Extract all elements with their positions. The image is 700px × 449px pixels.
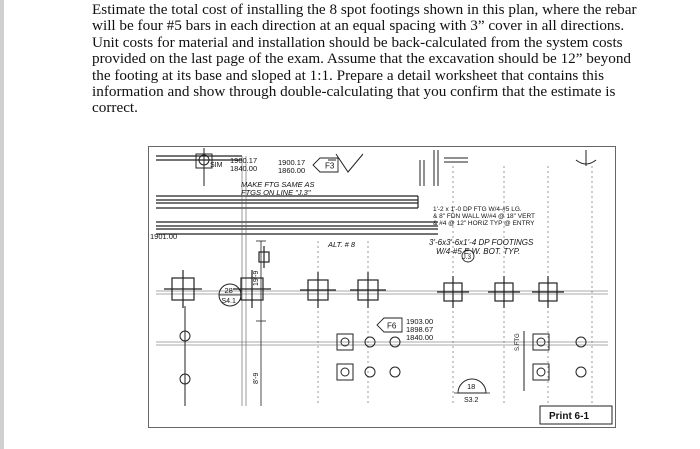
tag-j3: J.3 <box>463 254 472 261</box>
left-border <box>0 0 4 449</box>
top-walls <box>156 155 438 235</box>
handwritten-footing-note: W/4-#5 E.W. BOT. TYP. <box>436 247 520 256</box>
elevation-label: 1903.00 <box>406 317 433 326</box>
vertical-dimension <box>256 240 266 406</box>
tag-f3-outline <box>312 157 339 173</box>
spot-footing <box>300 272 336 308</box>
left-column-markers <box>179 148 222 406</box>
tag-j3-outline <box>461 249 475 263</box>
question-line: will be four #5 bars in each direction a… <box>92 17 625 35</box>
elevation-label: 1898.67 <box>406 325 433 334</box>
question-text: Estimate the total cost of installing th… <box>92 1 682 117</box>
question-line: Unit costs for material and installation… <box>92 33 623 51</box>
spot-footing <box>437 276 469 308</box>
spot-footing <box>164 270 202 308</box>
foundation-plan-drawing: F3 F6 J.3 28 S4.1 18 S3.2 SIM 1900.17 18… <box>148 146 616 428</box>
fdn-note: & #4 @ 12" HORIZ TYP @ ENTRY <box>433 220 535 227</box>
spot-footings <box>164 246 564 308</box>
detail-18-number: 18 <box>467 382 475 391</box>
elevation-label: 1900.17 <box>278 158 305 167</box>
question-line: provided on the last page of the exam. A… <box>92 50 632 68</box>
detail-18-sheet: S3.2 <box>464 397 479 404</box>
sim-label: SIM <box>210 162 223 169</box>
handwritten-footing-note: 3'-6x3'-6x1'-4 DP FOOTINGS <box>429 238 534 247</box>
question-line: correct. <box>92 99 138 117</box>
tag-f6-outline <box>376 317 403 333</box>
detail-18-bubble: 18 S3.2 <box>454 378 490 404</box>
tag-f6: F6 <box>387 322 397 331</box>
elevation-label: 1860.00 <box>278 166 305 175</box>
elevation-label: 1840.00 <box>406 333 433 342</box>
question-line: information and show through double-calc… <box>92 83 616 101</box>
spot-footing <box>488 276 520 308</box>
sftg-label: S.FTG <box>515 333 521 351</box>
detail-28-number: 28 <box>225 286 233 295</box>
note-make-footing: MAKE FTG SAME AS <box>241 180 314 189</box>
print-label-box <box>539 405 613 425</box>
top-right-walls <box>328 150 597 186</box>
dimension-label: 8'-9 <box>253 372 260 384</box>
note-make-footing: FTGS ON LINE "J.3" <box>241 188 311 197</box>
tag-f3: F3 <box>325 162 335 171</box>
detail-28-bubble: 28 S4.1 <box>218 283 242 307</box>
print-label: Print 6-1 <box>549 411 589 422</box>
elevation-label-left: 1901.00 <box>150 232 177 241</box>
elevation-label: 1900.17 <box>230 156 257 165</box>
fdn-note: 1'-2 x 1'-0 DP FTG W/4-#5 LG. <box>433 206 522 213</box>
question-line: the footing at its base and sloped at 1:… <box>92 66 605 84</box>
alt-label: ALT. # 8 <box>327 240 356 249</box>
fdn-note: & 8" FDN WALL W/#4 @ 18" VERT <box>433 213 535 220</box>
spot-footing <box>350 272 386 308</box>
question-line: Estimate the total cost of installing th… <box>92 1 637 18</box>
spot-footing <box>258 246 270 268</box>
elevation-label: 1840.00 <box>230 164 257 173</box>
bottom-columns <box>336 331 587 391</box>
plan-frame <box>148 146 616 428</box>
spot-footing <box>532 276 564 308</box>
detail-28-sheet: S4.1 <box>222 298 237 305</box>
dimension-label: 19'-9 <box>253 271 260 286</box>
